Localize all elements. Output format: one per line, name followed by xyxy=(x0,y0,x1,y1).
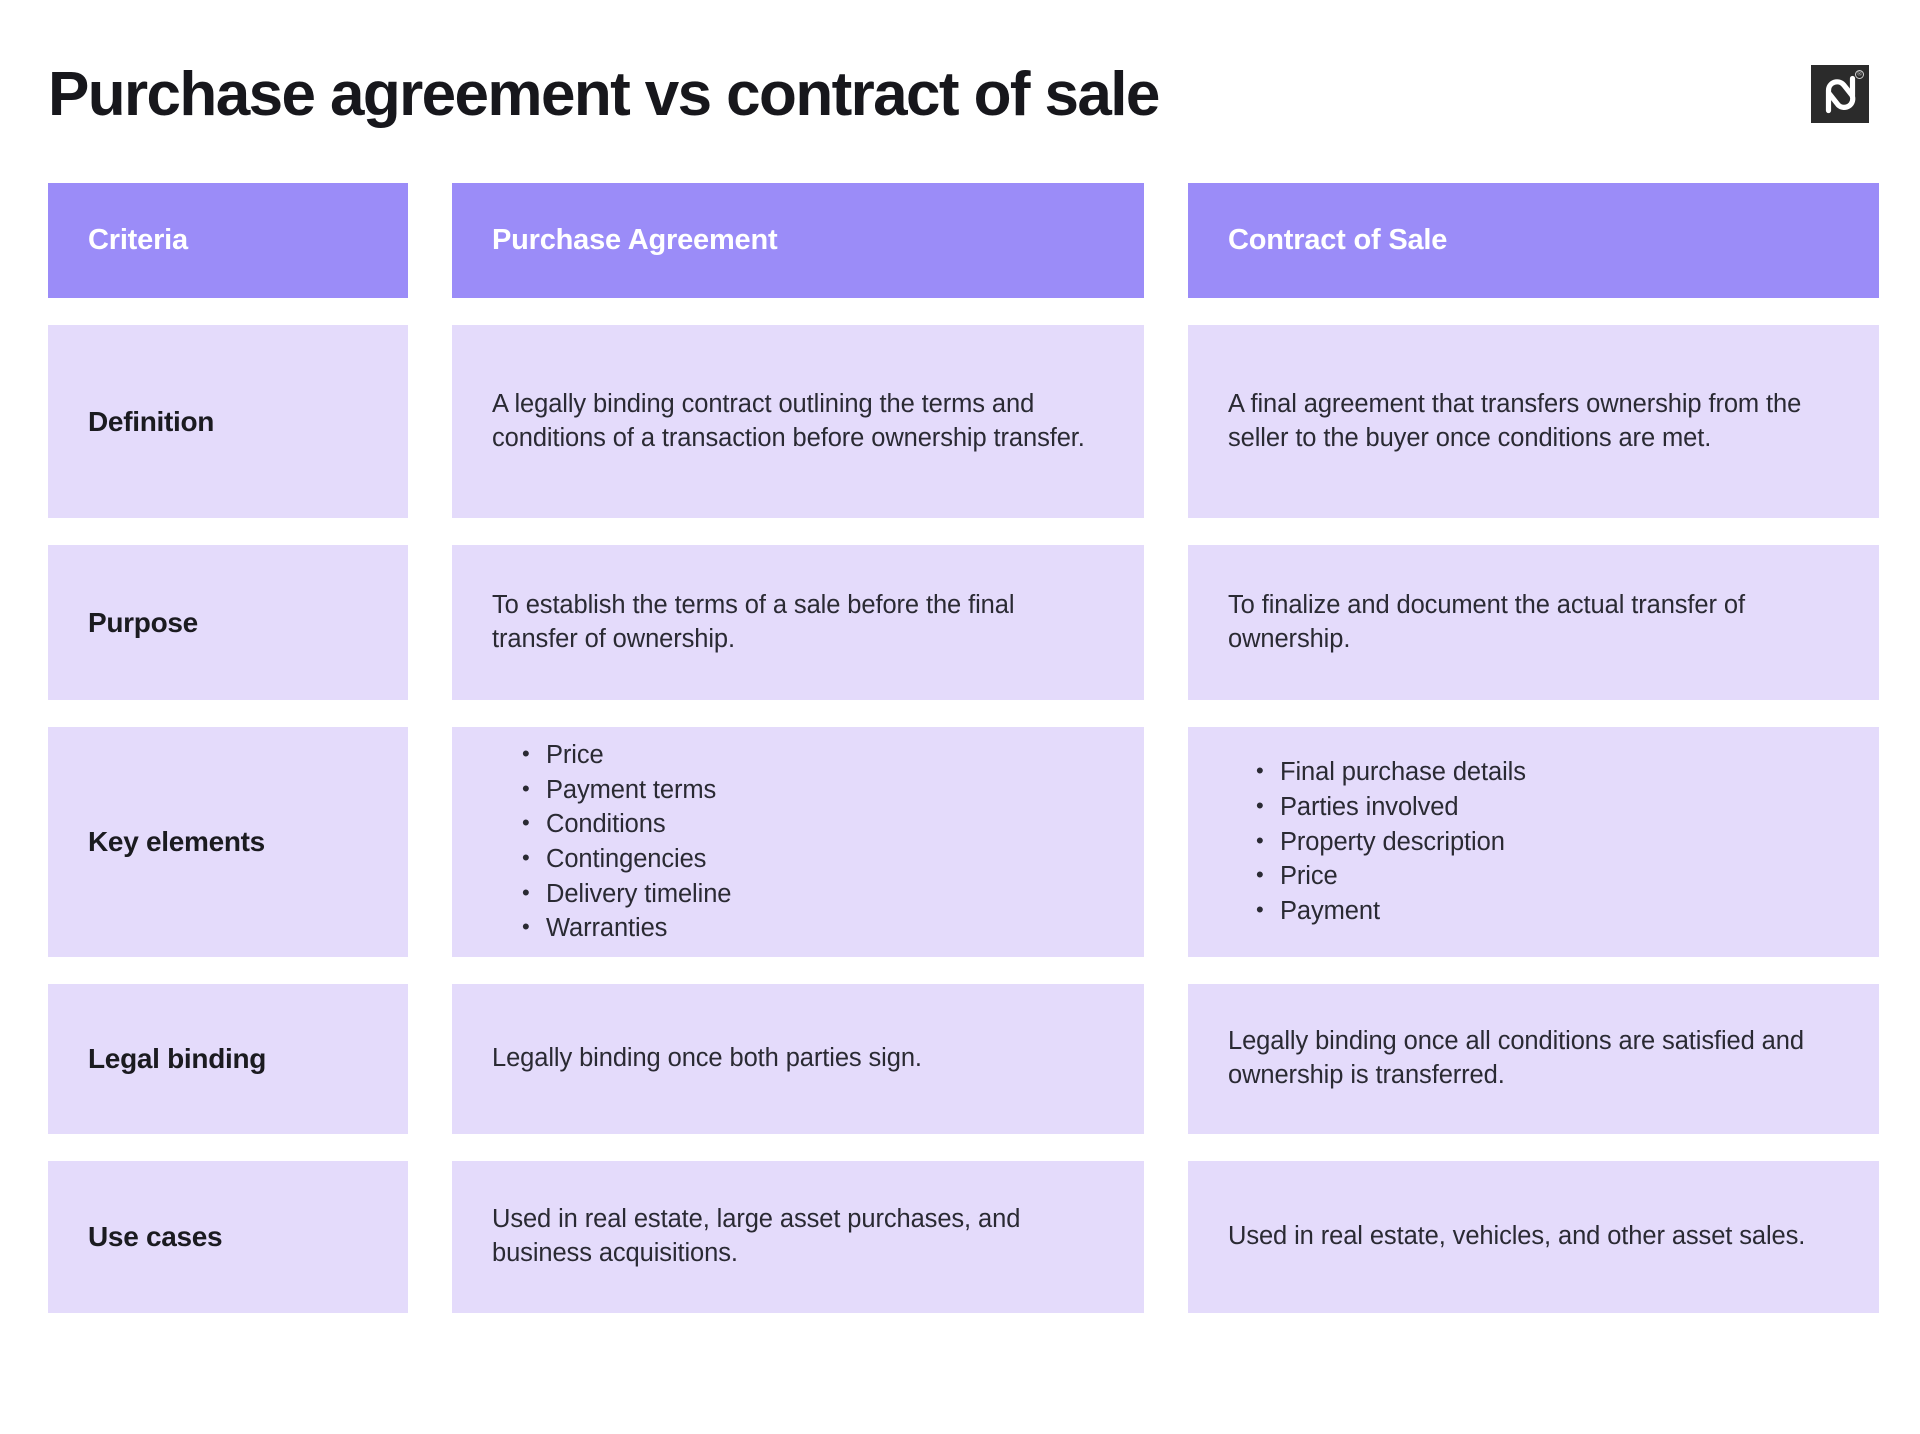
bullet-item: Property description xyxy=(1250,824,1526,860)
row-contract-of-sale-cell: Legally binding once all conditions are … xyxy=(1188,984,1879,1134)
page-header: Purchase agreement vs contract of sale ® xyxy=(48,0,1872,183)
table-header-row: Criteria Purchase Agreement Contract of … xyxy=(48,183,1879,298)
cell-text: A legally binding contract outlining the… xyxy=(492,389,1085,452)
row-purchase-agreement-cell: A legally binding contract outlining the… xyxy=(452,325,1144,518)
column-header-contract-of-sale: Contract of Sale xyxy=(1188,183,1879,298)
column-header-label: Contract of Sale xyxy=(1228,224,1448,256)
bullet-item: Contingencies xyxy=(516,841,731,877)
bullet-item: Payment xyxy=(1250,893,1526,929)
row-contract-of-sale-cell: Final purchase detailsParties involvedPr… xyxy=(1188,727,1879,957)
cell-bullet-list: Final purchase detailsParties involvedPr… xyxy=(1250,754,1526,929)
column-header-criteria: Criteria xyxy=(48,183,408,298)
registered-trademark-icon: ® xyxy=(1855,69,1864,79)
row-purchase-agreement-cell: Used in real estate, large asset purchas… xyxy=(452,1161,1144,1313)
cell-text: Used in real estate, vehicles, and other… xyxy=(1228,1222,1806,1251)
table-row: Key elements PricePayment termsCondition… xyxy=(48,727,1879,957)
row-criteria-cell: Key elements xyxy=(48,727,408,957)
bullet-item: Price xyxy=(516,737,731,773)
table-row: Definition A legally binding contract ou… xyxy=(48,325,1879,518)
row-contract-of-sale-cell: To finalize and document the actual tran… xyxy=(1188,545,1879,700)
bullet-item: Final purchase details xyxy=(1250,754,1526,790)
row-criteria-label: Purpose xyxy=(88,606,198,638)
cell-text: Legally binding once both parties sign. xyxy=(492,1044,922,1073)
row-criteria-cell: Definition xyxy=(48,325,408,518)
row-contract-of-sale-cell: Used in real estate, vehicles, and other… xyxy=(1188,1161,1879,1313)
row-criteria-cell: Use cases xyxy=(48,1161,408,1313)
row-criteria-label: Legal binding xyxy=(88,1043,267,1074)
bullet-item: Conditions xyxy=(516,806,731,842)
bullet-item: Parties involved xyxy=(1250,789,1526,825)
comparison-table: Criteria Purchase Agreement Contract of … xyxy=(48,183,1879,1313)
column-header-label: Criteria xyxy=(88,224,188,256)
cell-text: Used in real estate, large asset purchas… xyxy=(492,1205,1021,1267)
table-row: Purpose To establish the terms of a sale… xyxy=(48,545,1879,700)
cell-bullet-list: PricePayment termsConditionsContingencie… xyxy=(516,737,731,946)
table-row: Use cases Used in real estate, large ass… xyxy=(48,1161,1879,1313)
row-purchase-agreement-cell: Legally binding once both parties sign. xyxy=(452,984,1144,1134)
cell-text: To establish the terms of a sale before … xyxy=(492,590,1015,653)
row-criteria-cell: Legal binding xyxy=(48,984,408,1134)
bullet-item: Payment terms xyxy=(516,772,731,808)
bullet-item: Warranties xyxy=(516,910,731,946)
page-title: Purchase agreement vs contract of sale xyxy=(48,59,1160,129)
bullet-item: Price xyxy=(1250,858,1526,894)
row-purchase-agreement-cell: To establish the terms of a sale before … xyxy=(452,545,1144,700)
row-contract-of-sale-cell: A final agreement that transfers ownersh… xyxy=(1188,325,1879,518)
pandadoc-logo: ® xyxy=(1811,64,1869,123)
row-criteria-label: Definition xyxy=(88,405,215,437)
row-criteria-cell: Purpose xyxy=(48,545,408,700)
cell-text: Legally binding once all conditions are … xyxy=(1228,1027,1804,1089)
column-header-purchase-agreement: Purchase Agreement xyxy=(452,183,1144,298)
column-header-label: Purchase Agreement xyxy=(492,224,778,256)
row-purchase-agreement-cell: PricePayment termsConditionsContingencie… xyxy=(452,727,1144,957)
bullet-item: Delivery timeline xyxy=(516,876,731,912)
row-criteria-label: Use cases xyxy=(88,1221,223,1252)
row-criteria-label: Key elements xyxy=(88,826,265,857)
cell-text: To finalize and document the actual tran… xyxy=(1228,590,1745,653)
table-row: Legal binding Legally binding once both … xyxy=(48,984,1879,1134)
cell-text: A final agreement that transfers ownersh… xyxy=(1228,389,1802,452)
